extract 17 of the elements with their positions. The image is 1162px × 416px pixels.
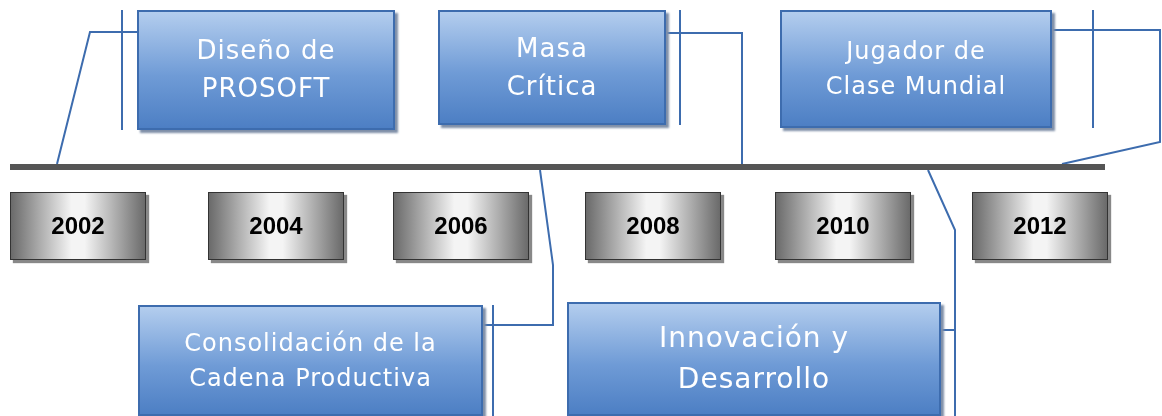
milestone-box: Innovación y Desarrollo: [567, 302, 941, 416]
leader-line: [927, 169, 956, 331]
timeline-bar: [10, 164, 1105, 170]
year-box: 2002: [10, 192, 146, 260]
year-box: 2010: [775, 192, 911, 260]
year-box: 2006: [393, 192, 529, 260]
year-box: 2004: [208, 192, 344, 260]
leader-line: [1051, 29, 1161, 165]
year-box: 2008: [585, 192, 721, 260]
milestone-box: Jugador de Clase Mundial: [780, 10, 1052, 128]
milestone-box: Diseño de PROSOFT: [137, 10, 395, 130]
leader-line: [56, 31, 138, 165]
year-box: 2012: [972, 192, 1108, 260]
leader-line: [665, 32, 743, 165]
leader-line: [482, 169, 554, 326]
milestone-box: Masa Crítica: [438, 10, 666, 125]
milestone-box: Consolidación de la Cadena Productiva: [138, 305, 483, 416]
